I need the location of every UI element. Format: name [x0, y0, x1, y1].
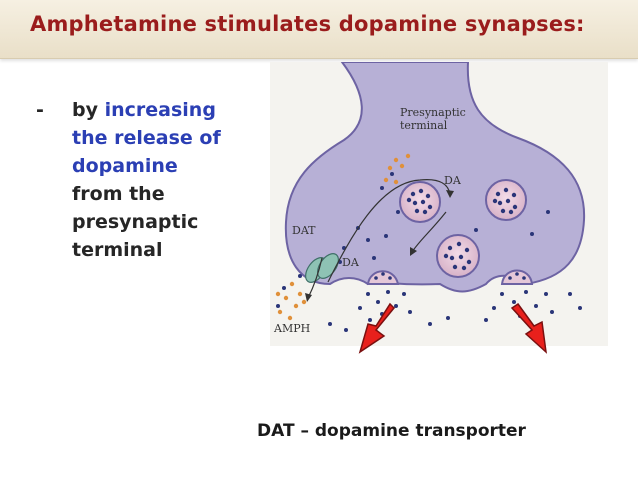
amphetamine-molecules	[275, 153, 411, 321]
synaptic-vesicles	[399, 179, 527, 278]
amph-label: AMPH	[273, 322, 310, 335]
da-vesicle-label: DA	[444, 174, 462, 187]
bullet-line-4: from the	[72, 183, 165, 205]
fusion-pockets	[366, 269, 534, 285]
title-bar: Amphetamine stimulates dopamine synapses…	[0, 0, 638, 59]
bullet-line-5: presynaptic	[72, 211, 199, 233]
synapse-illustration: Presynaptic terminal DA DA DAT AMPH	[273, 62, 586, 335]
caption: DAT – dopamine transporter	[257, 421, 526, 441]
bullet-line-3: dopamine	[72, 155, 178, 177]
bullet-line-1: by increasing	[72, 96, 262, 124]
da-transporter-label: DA	[342, 256, 360, 269]
bullet-text: by increasing the release of dopamine fr…	[72, 96, 262, 264]
dopamine-molecules-in-vesicles	[374, 187, 526, 280]
synapse-diagram: Presynaptic terminal DA DA DAT AMPH	[270, 62, 608, 346]
arrowheads	[305, 190, 454, 302]
bullet-line-6: terminal	[72, 239, 163, 261]
slide-title: Amphetamine stimulates dopamine synapses…	[30, 12, 585, 36]
vesicle	[436, 234, 480, 278]
bullet-line-1-plain: by	[72, 99, 105, 121]
bullet-dash: -	[36, 99, 44, 121]
release-arrow-right-icon	[510, 302, 548, 354]
released-dopamine-dots	[276, 172, 582, 332]
release-arrow-left-icon	[358, 302, 396, 354]
vesicle	[399, 181, 441, 223]
presynaptic-terminal	[284, 62, 586, 293]
presynaptic-label-line-2: terminal	[400, 119, 448, 132]
dat-label: DAT	[292, 224, 316, 237]
bullet-line-1-highlight: increasing	[104, 99, 216, 121]
release-arrows	[358, 302, 548, 354]
vesicle	[485, 179, 527, 221]
bullet-line-2: the release of	[72, 127, 221, 149]
presynaptic-label-line-1: Presynaptic	[400, 106, 466, 119]
